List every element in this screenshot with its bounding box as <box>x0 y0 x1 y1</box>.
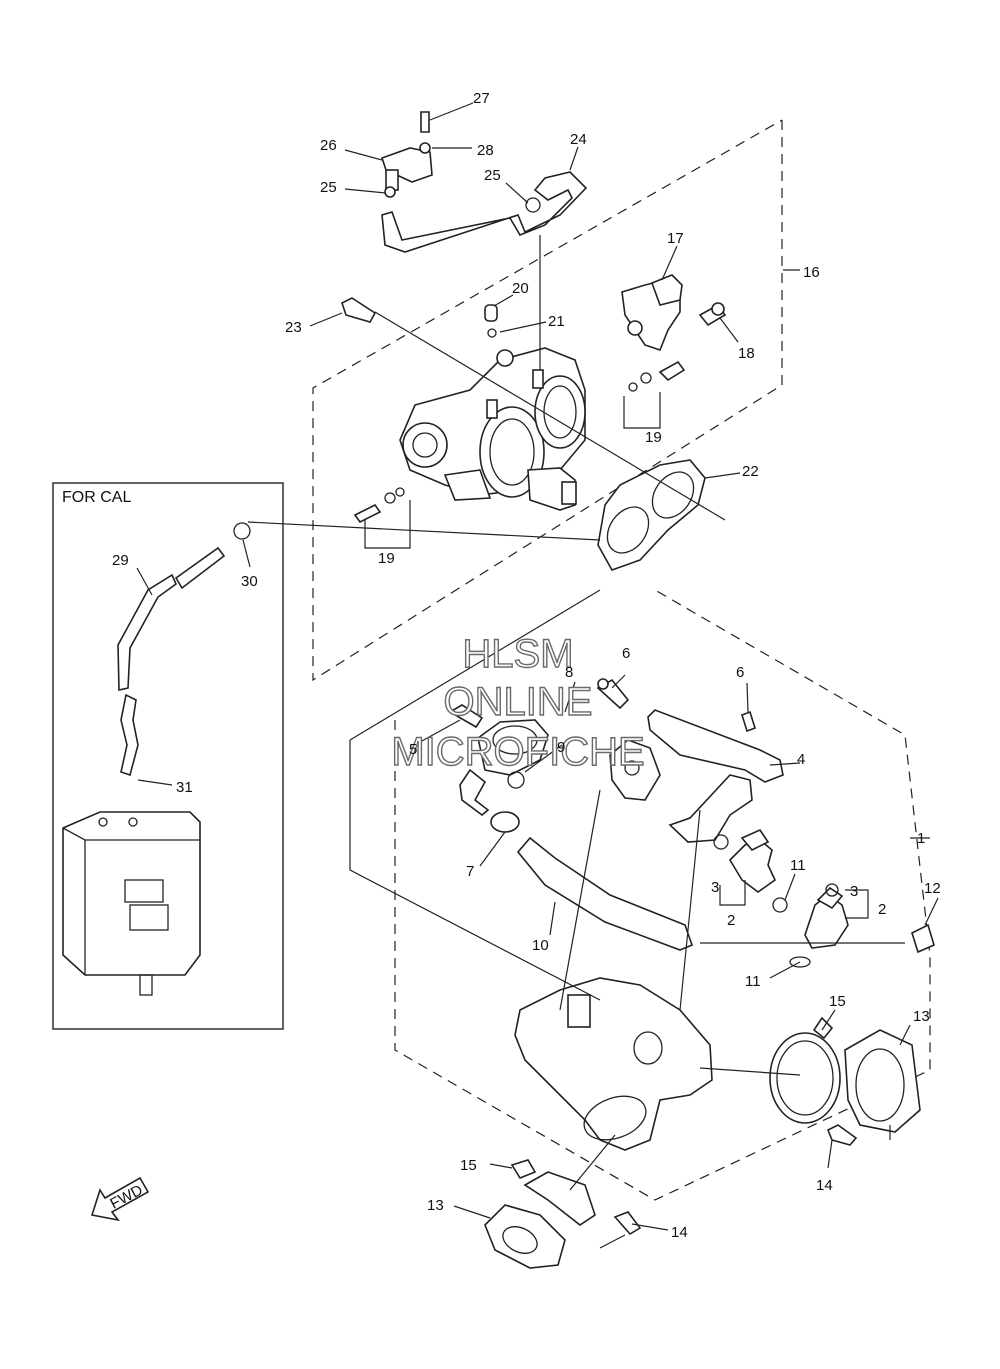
callout-31: 31 <box>176 779 193 796</box>
pressure-sensor-26 <box>380 111 433 198</box>
callout-25b: 25 <box>484 167 501 184</box>
callout-13b: 13 <box>427 1197 444 1214</box>
callout-24: 24 <box>570 131 587 148</box>
leader-lines <box>136 102 939 1249</box>
callout-29: 29 <box>112 552 129 569</box>
clip-12 <box>911 923 935 954</box>
hose-10 <box>516 836 694 951</box>
callout-3b: 3 <box>711 879 719 896</box>
callout-21: 21 <box>548 313 565 330</box>
callout-6b: 6 <box>736 664 744 681</box>
joint-13-right <box>844 1029 921 1133</box>
callout-26: 26 <box>320 137 337 154</box>
callout-18: 18 <box>738 345 755 362</box>
callout-22: 22 <box>742 463 759 480</box>
callout-3a: 3 <box>850 883 858 900</box>
assembly-16-outline <box>312 119 783 682</box>
callout-11b: 11 <box>745 973 761 990</box>
callout-27: 27 <box>473 90 490 107</box>
callout-5: 5 <box>409 741 417 758</box>
bolt-18 <box>698 302 727 327</box>
fuel-pipe-4 <box>647 709 784 843</box>
joint-13-left <box>484 1204 566 1269</box>
callout-2a: 2 <box>878 901 886 918</box>
tps-sensor-17 <box>621 274 683 351</box>
assembly-1-outline <box>394 589 931 1201</box>
callout-15b: 15 <box>460 1157 477 1174</box>
screws-19 <box>353 360 686 524</box>
callout-12: 12 <box>924 880 941 897</box>
connector-8 <box>609 739 661 801</box>
watermark: HLSM ONLINE MICROFICHE <box>391 631 646 774</box>
for-cal-inset: FOR CAL <box>52 482 284 1030</box>
callout-15a: 15 <box>829 993 846 1010</box>
callout-23: 23 <box>285 319 302 336</box>
intake-manifold <box>514 977 713 1151</box>
callout-10: 10 <box>532 937 549 954</box>
callout-1: 1 <box>917 830 925 847</box>
clamp-7 <box>490 811 520 833</box>
callout-4: 4 <box>797 751 805 768</box>
pressure-regulator-9 <box>459 719 549 817</box>
inset-title: FOR CAL <box>62 489 131 506</box>
injector-right <box>789 883 849 968</box>
callout-16: 16 <box>803 264 820 281</box>
callout-14a: 14 <box>816 1177 833 1194</box>
callout-14b: 14 <box>671 1224 688 1241</box>
callout-30: 30 <box>241 573 258 590</box>
callout-9: 9 <box>557 739 565 756</box>
vacuum-hose-24 <box>381 171 588 253</box>
bolts-14 <box>613 1124 858 1236</box>
callout-8: 8 <box>565 664 573 681</box>
bolt-23 <box>341 297 377 323</box>
callout-28: 28 <box>477 142 494 159</box>
callout-19a: 19 <box>645 429 662 446</box>
callout-labels: 27 28 26 25 25 24 16 17 18 20 21 23 19 2… <box>112 90 941 1241</box>
callout-13a: 13 <box>913 1008 930 1025</box>
callout-17: 17 <box>667 230 684 247</box>
callout-19b: 19 <box>378 550 395 567</box>
watermark-line-1: HLSM <box>462 632 573 676</box>
injector-left <box>713 828 788 913</box>
callout-11a: 11 <box>790 857 806 874</box>
clamp-15 <box>510 1016 841 1226</box>
idle-sensor <box>527 467 577 511</box>
watermark-line-2: ONLINE <box>444 680 593 724</box>
bolts-6 <box>596 678 756 733</box>
watermark-line-3: MICROFICHE <box>391 730 644 774</box>
small-parts-20-21 <box>484 304 498 338</box>
callout-25a: 25 <box>320 179 337 196</box>
callout-6a: 6 <box>622 645 630 662</box>
bolt-5 <box>448 704 484 729</box>
fwd-arrow-icon: FWD <box>90 1176 150 1222</box>
callout-2b: 2 <box>727 912 735 929</box>
callout-7: 7 <box>466 863 474 880</box>
callout-20: 20 <box>512 280 529 297</box>
